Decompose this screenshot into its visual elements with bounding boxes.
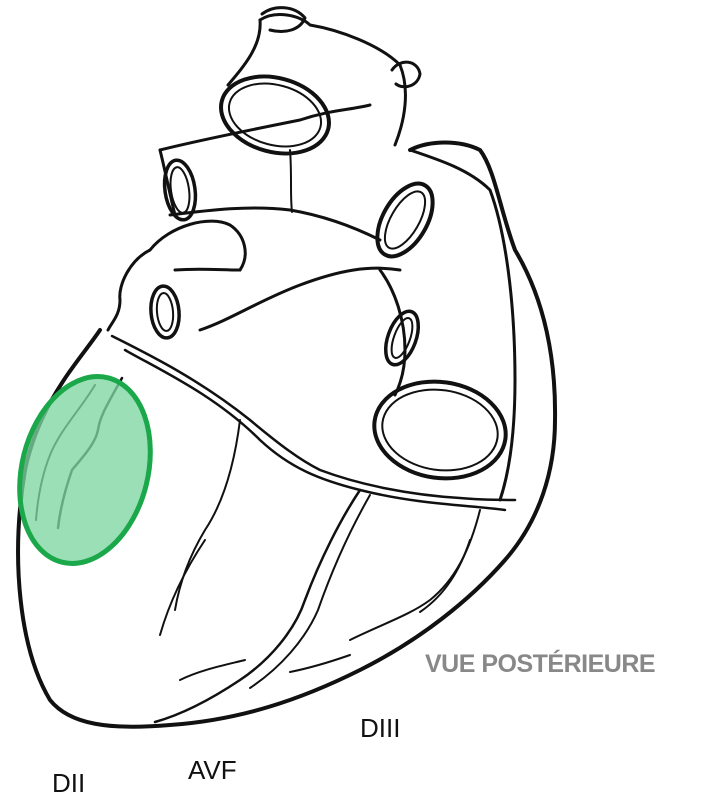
posterior-descending-artery xyxy=(155,490,360,722)
left-atrium-upper xyxy=(150,221,245,270)
apex-branch-2 xyxy=(290,655,350,672)
pulmonary-artery-opening xyxy=(366,174,444,265)
posterolateral-branch xyxy=(175,420,240,610)
left-pulmonary-vein-inner xyxy=(155,292,174,331)
lead-label-dii: DII xyxy=(52,768,85,799)
view-title: VUE POSTÉRIEURE xyxy=(425,650,655,679)
lateral-wall-highlight xyxy=(1,363,169,578)
right-branch xyxy=(350,510,480,640)
pulmonary-artery-inner xyxy=(377,185,433,254)
vessel-trunk-lower xyxy=(170,208,380,240)
left-atrium-lobe xyxy=(108,250,150,330)
left-atrium-mid xyxy=(175,269,240,270)
right-pulmonary-vein-inner xyxy=(387,316,416,361)
vessel-knob-left xyxy=(262,8,305,32)
lead-label-diii: DIII xyxy=(360,713,400,744)
pda-parallel xyxy=(250,495,370,688)
apex-branch xyxy=(180,660,245,680)
lead-label-avf: AVF xyxy=(188,755,237,786)
pulmonary-vein-body xyxy=(380,270,405,395)
posterolateral-branch-2 xyxy=(160,540,205,635)
left-atrium-fold xyxy=(200,268,400,330)
vessel-seam xyxy=(290,150,292,212)
